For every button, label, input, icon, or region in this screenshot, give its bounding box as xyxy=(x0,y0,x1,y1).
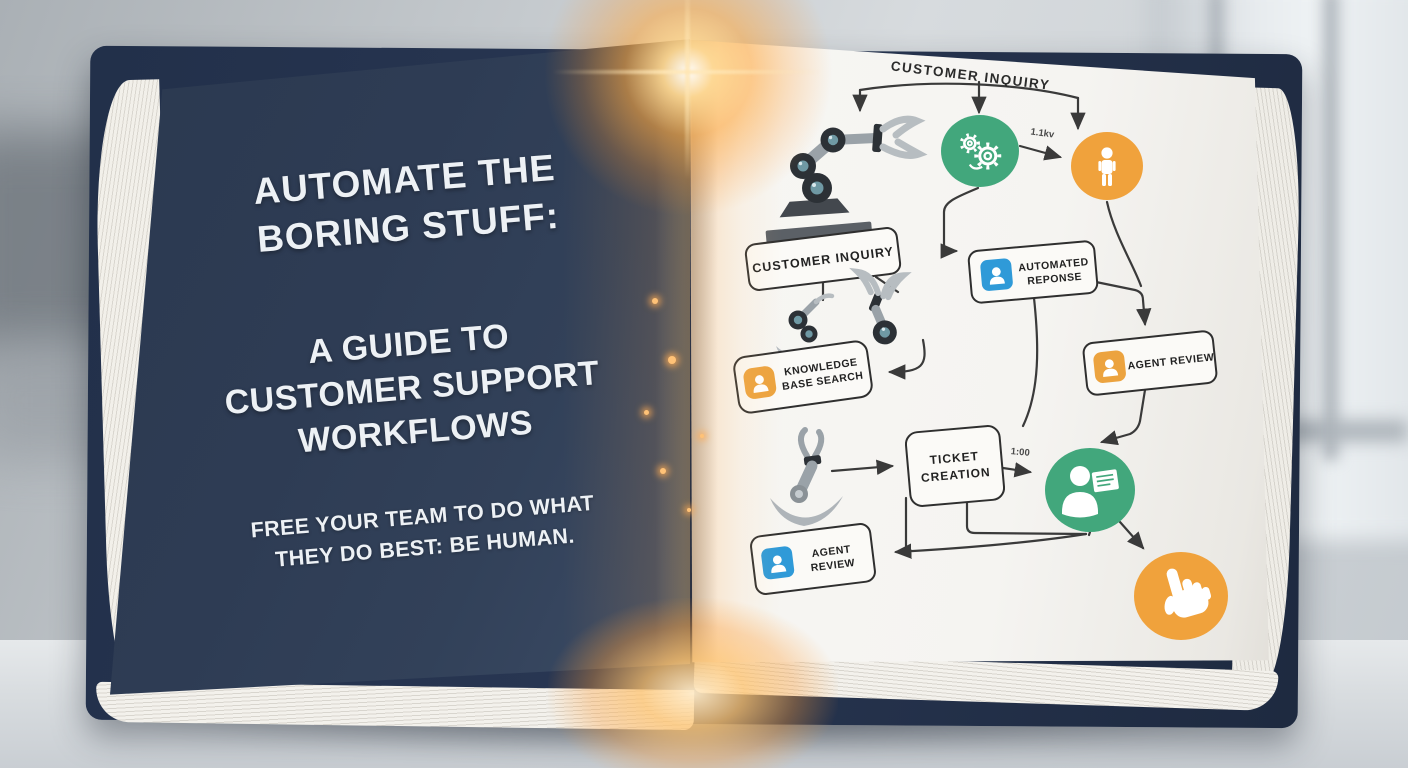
person-badge-blue-icon xyxy=(980,258,1013,291)
gears-icon xyxy=(959,133,1002,170)
sparkle xyxy=(644,410,649,415)
node-ticket-line1: TICKET xyxy=(929,449,979,467)
left-page: AUTOMATE THE BORING STUFF: A GUIDE TO CU… xyxy=(110,39,690,695)
person-badge-orange-icon xyxy=(1093,350,1126,383)
node-agent-bottom-line2: REVIEW xyxy=(810,557,856,574)
node-human-route xyxy=(1071,132,1143,200)
sparkle xyxy=(652,298,658,304)
node-automated-response: AUTOMATED REPONSE xyxy=(967,240,1099,304)
agent-with-document-icon xyxy=(1062,466,1119,518)
node-ticket-line2: CREATION xyxy=(920,465,991,485)
node-action xyxy=(1134,552,1228,640)
book-subtitle: A GUIDE TO CUSTOMER SUPPORT WORKFLOWS xyxy=(173,303,652,473)
book-spine-shadow xyxy=(662,40,718,688)
window-mullion xyxy=(1324,0,1338,460)
flow-connectors xyxy=(821,80,1152,559)
book-title: AUTOMATE THE BORING STUFF: xyxy=(203,140,609,268)
person-badge-orange-icon xyxy=(743,366,777,399)
node-knowledge-base-search: KNOWLEDGE BASE SEARCH xyxy=(733,340,873,414)
sparkle xyxy=(687,508,691,512)
robot-claw-icon xyxy=(770,427,843,526)
node-resolution xyxy=(1045,448,1135,532)
book-tagline: FREE YOUR TEAM TO DO WHAT THEY DO BEST: … xyxy=(187,483,660,583)
right-page: CUSTOMER INQUIRY 1.1kv 1:00 xyxy=(690,39,1269,663)
spine-glow-right xyxy=(690,39,1269,663)
node-agent-bottom-line1: AGENT xyxy=(811,543,852,560)
node-triage xyxy=(941,115,1019,187)
sparkle xyxy=(700,434,704,438)
robot-claw-icon xyxy=(849,267,912,345)
node-automated-response-line2: REPONSE xyxy=(1027,271,1083,288)
node-agent-review-right: AGENT REVIEW xyxy=(1082,330,1218,396)
sparkle xyxy=(668,356,676,364)
person-icon xyxy=(1098,147,1116,186)
edge-label-green-to-orange: 1.1kv xyxy=(1030,126,1056,140)
node-agent-review-bottom: AGENT REVIEW xyxy=(750,523,876,595)
edge-label-ticket-to-resolution: 1:00 xyxy=(1010,446,1030,459)
sparkle xyxy=(660,468,666,474)
workflow-flowchart: CUSTOMER INQUIRY 1.1kv 1:00 xyxy=(733,58,1228,640)
person-badge-blue-icon xyxy=(761,546,795,580)
pointing-hand-icon xyxy=(1164,568,1212,618)
node-ticket-creation: TICKET CREATION xyxy=(904,425,1006,507)
